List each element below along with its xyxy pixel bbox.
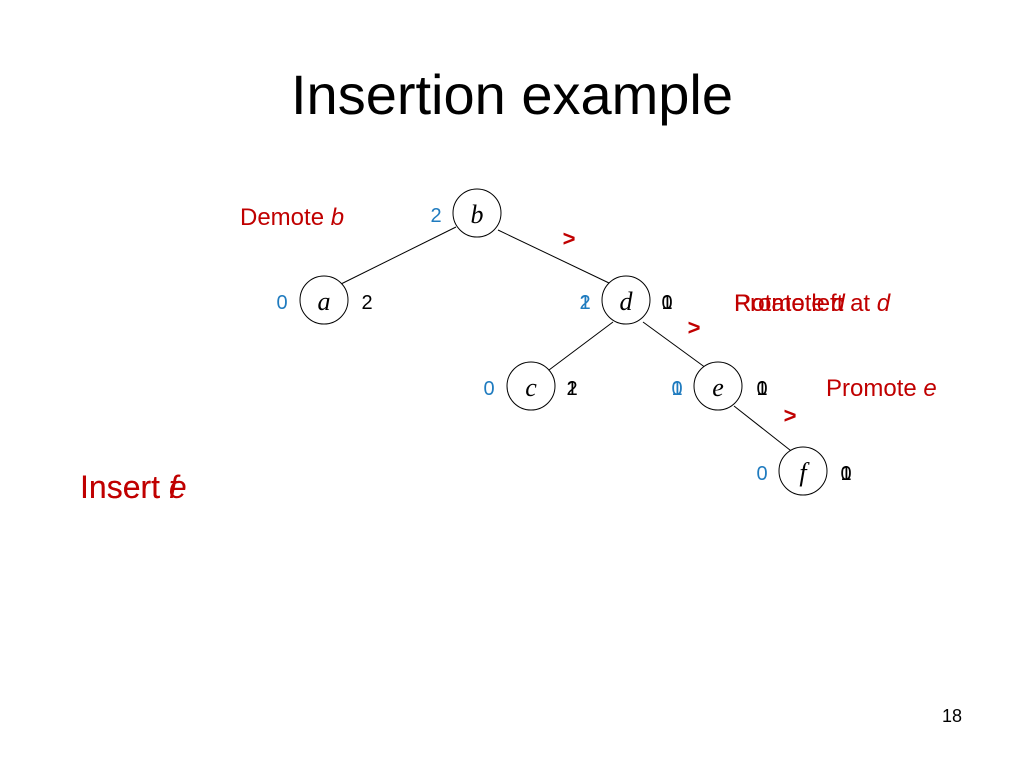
rank-a-right: 2 bbox=[361, 292, 372, 314]
insert-caption-e: Insert e bbox=[80, 469, 187, 505]
promote-e-var: e bbox=[923, 375, 936, 402]
rank-f-left: 0 bbox=[756, 463, 767, 485]
edge-d-c bbox=[548, 321, 614, 371]
rank-a-left: 0 bbox=[276, 292, 287, 314]
rank-f-right-old: 1 bbox=[840, 463, 851, 485]
rank-e-left-old: 1 bbox=[671, 378, 682, 400]
violation-marker-e-f: > bbox=[784, 403, 797, 428]
node-c: c bbox=[506, 361, 556, 411]
rank-c-right-new: 2 bbox=[566, 378, 577, 400]
edge-b-a bbox=[340, 226, 457, 285]
rank-c-left: 0 bbox=[483, 378, 494, 400]
node-f-label: f bbox=[799, 458, 810, 487]
edge-b-d bbox=[497, 229, 610, 284]
edge-d-e bbox=[642, 321, 707, 369]
rank-d-right-new: 0 bbox=[661, 292, 672, 314]
node-c-label: c bbox=[525, 373, 537, 402]
annotation-demote-b: Demote b bbox=[240, 204, 344, 231]
rank-b-left: 2 bbox=[430, 205, 441, 227]
slide-title: Insertion example bbox=[290, 63, 733, 126]
insert-prefix-1: Insert bbox=[80, 469, 169, 505]
rank-e-left-new: 0 bbox=[671, 378, 682, 400]
rotate-var: d bbox=[877, 290, 891, 317]
node-a-label: a bbox=[318, 287, 331, 316]
rotate-prefix: Rotate left at bbox=[734, 290, 877, 317]
promote-e-prefix: Promote bbox=[826, 375, 923, 402]
violation-marker-d-e: > bbox=[688, 315, 701, 340]
annotation-promote-d: Promote d bbox=[734, 290, 845, 317]
node-b-label: b bbox=[471, 200, 484, 229]
rank-f-right-new: 0 bbox=[840, 463, 851, 485]
node-e: e bbox=[693, 361, 743, 411]
rank-e-right-old: 1 bbox=[756, 378, 767, 400]
insert-var-e: e bbox=[169, 469, 187, 505]
edge-e-f bbox=[733, 405, 796, 455]
insert-prefix-2: Insert bbox=[80, 469, 169, 505]
rank-c-right-old: 1 bbox=[566, 378, 577, 400]
rank-d-right-old: 1 bbox=[661, 292, 672, 314]
promote-d-prefix: Promote bbox=[734, 290, 831, 317]
annotation-rotate-left: Rotate left at d bbox=[734, 290, 891, 317]
node-a: a bbox=[299, 275, 349, 325]
node-e-label: e bbox=[712, 373, 724, 402]
violation-marker-b-d: > bbox=[563, 226, 576, 251]
node-b: b bbox=[452, 188, 502, 238]
node-d-label: d bbox=[620, 287, 634, 316]
rank-d-left-new: 2 bbox=[579, 292, 590, 314]
demote-prefix: Demote bbox=[240, 204, 331, 231]
node-f: f bbox=[778, 446, 828, 496]
demote-var: b bbox=[331, 204, 344, 231]
rank-e-right-new: 0 bbox=[756, 378, 767, 400]
annotation-promote-e: Promote e bbox=[826, 375, 937, 402]
node-d: d bbox=[601, 275, 651, 325]
promote-d-var: d bbox=[831, 290, 845, 317]
insert-caption-f: Insert f bbox=[80, 469, 181, 505]
page-number: 18 bbox=[941, 706, 962, 726]
rank-d-left-old: 1 bbox=[579, 292, 590, 314]
